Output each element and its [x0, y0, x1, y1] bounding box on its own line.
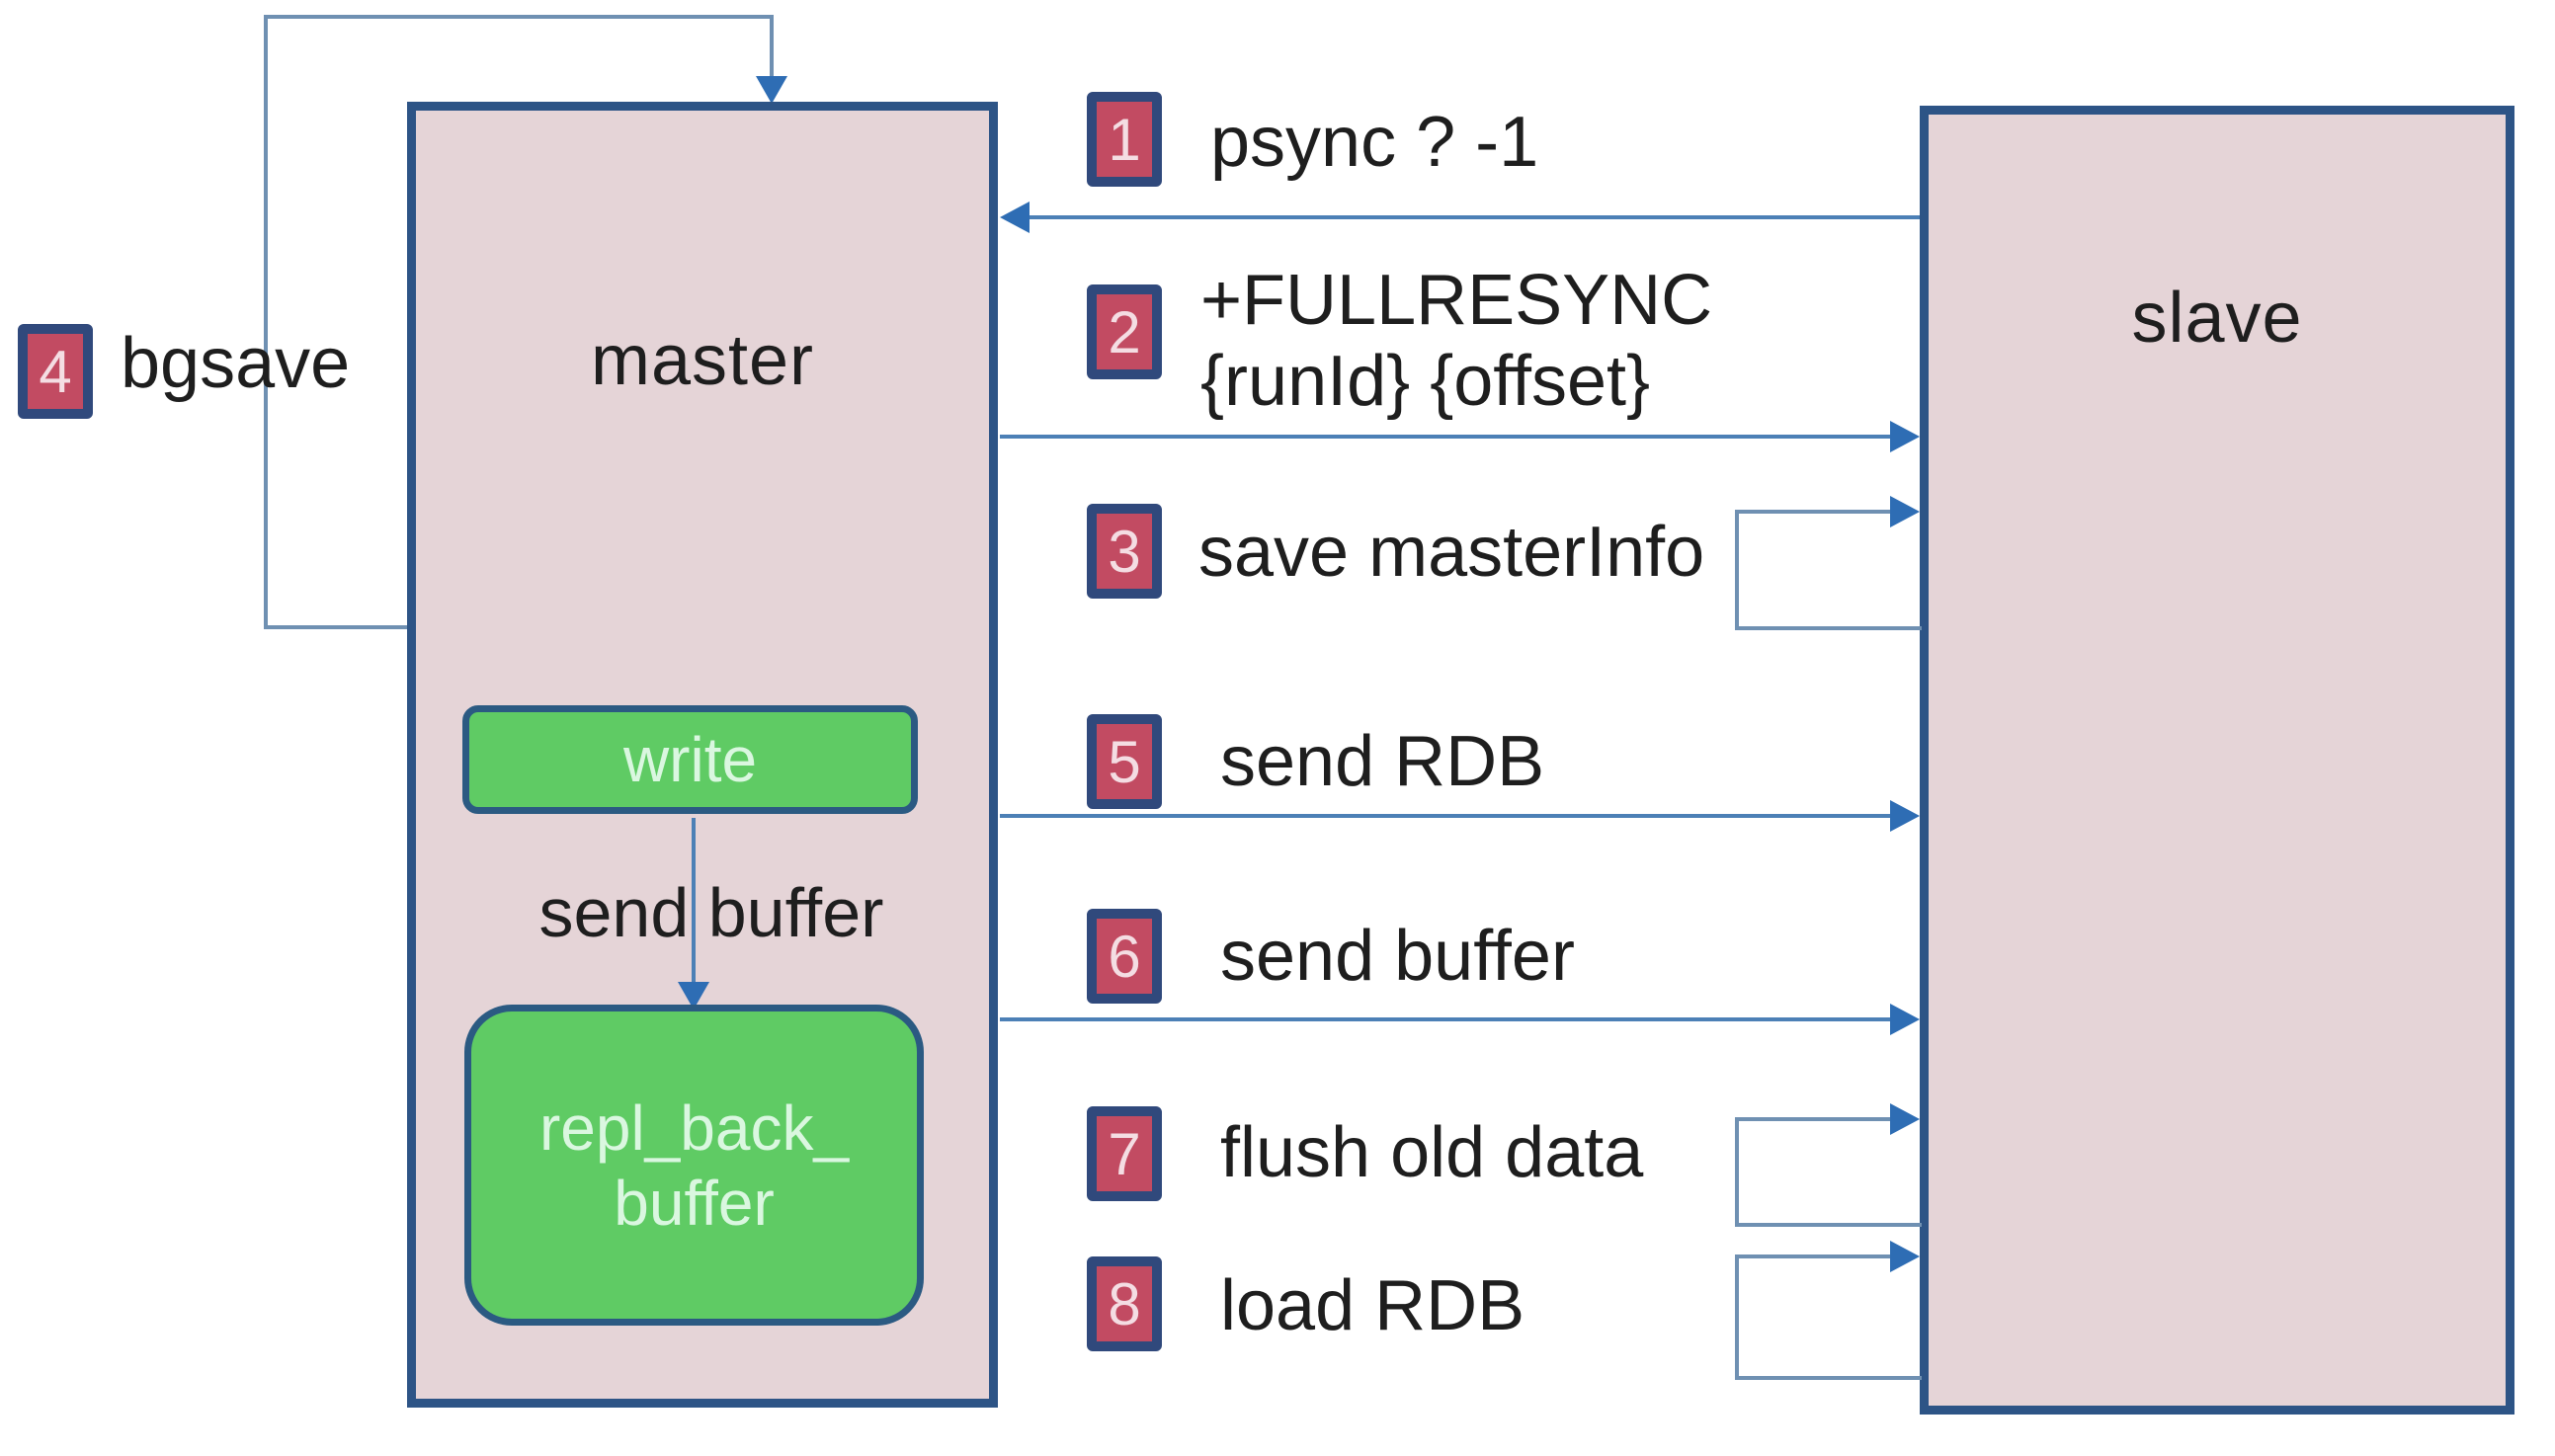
save-masterinfo-loop-arrowhead-icon [1890, 496, 1920, 527]
send-buffer-arrow-line [1000, 1017, 1892, 1021]
send-buffer-inner-label: send buffer [538, 874, 884, 951]
slave-label: slave [2131, 279, 2303, 358]
bgsave-loop-line-left [264, 15, 268, 629]
flush-old-data-loop-line-bottom [1737, 1223, 1922, 1227]
step-badge-send-buffer-number: 6 [1108, 923, 1141, 990]
step-badge-send-rdb-number: 5 [1108, 728, 1141, 795]
step-label-fullresync-line2: {runId} {offset} [1200, 342, 1651, 421]
fullresync-arrow-line [1000, 435, 1892, 439]
step-badge-bgsave-number: 4 [39, 338, 72, 405]
bgsave-loop-arrowhead-icon [756, 76, 787, 104]
repl-back-buffer-label-line1: repl_back_ [538, 1092, 850, 1164]
step-label-psync: psync ? -1 [1210, 103, 1539, 182]
step-badge-psync: 1 [1087, 92, 1162, 187]
load-rdb-loop-line-bottom [1737, 1376, 1922, 1380]
load-rdb-loop-line-top [1737, 1254, 1892, 1258]
step-badge-flush-old-data: 7 [1087, 1106, 1162, 1201]
step-badge-fullresync: 2 [1087, 284, 1162, 379]
step-badge-flush-old-data-number: 7 [1108, 1120, 1141, 1187]
save-masterinfo-loop-line-top [1737, 510, 1892, 514]
fullresync-arrowhead-icon [1890, 421, 1920, 452]
send-buffer-arrowhead-icon [1890, 1004, 1920, 1035]
bgsave-loop-line-bottom [264, 625, 410, 629]
write-box: write [462, 705, 918, 814]
step-badge-bgsave: 4 [18, 324, 93, 419]
slave-box: slave [1920, 106, 2514, 1415]
step-label-send-rdb: send RDB [1220, 722, 1545, 801]
load-rdb-loop-arrowhead-icon [1890, 1241, 1920, 1272]
psync-arrowhead-icon [1000, 202, 1030, 233]
master-label: master [590, 321, 815, 400]
repl-back-buffer-label-line2: buffer [614, 1167, 775, 1239]
step-label-fullresync-line1: +FULLRESYNC [1200, 261, 1713, 340]
step-badge-psync-number: 1 [1108, 106, 1141, 173]
save-masterinfo-loop-line-left [1735, 510, 1739, 630]
step-badge-send-rdb: 5 [1087, 714, 1162, 809]
step-label-flush-old-data: flush old data [1220, 1113, 1644, 1192]
bgsave-loop-line-top [264, 15, 772, 19]
flush-old-data-loop-line-left [1735, 1117, 1739, 1227]
step-badge-fullresync-number: 2 [1108, 298, 1141, 365]
write-label: write [622, 724, 758, 795]
bgsave-loop-line-right [770, 15, 774, 80]
flush-old-data-loop-arrowhead-icon [1890, 1103, 1920, 1135]
step-badge-send-buffer: 6 [1087, 909, 1162, 1004]
step-label-load-rdb: load RDB [1220, 1266, 1525, 1345]
flush-old-data-loop-line-top [1737, 1117, 1892, 1121]
step-label-fullresync: +FULLRESYNC {runId} {offset} [1200, 260, 1712, 422]
step-badge-save-masterinfo: 3 [1087, 504, 1162, 599]
write-to-buffer-arrow-line [692, 818, 696, 988]
step-badge-load-rdb-number: 8 [1108, 1270, 1141, 1337]
save-masterinfo-loop-line-bottom [1737, 626, 1922, 630]
send-rdb-arrow-line [1000, 814, 1892, 818]
step-badge-load-rdb: 8 [1087, 1256, 1162, 1351]
step-badge-save-masterinfo-number: 3 [1108, 518, 1141, 585]
repl-back-buffer-box: repl_back_ buffer [464, 1005, 924, 1326]
step-label-bgsave: bgsave [121, 324, 351, 403]
step-label-send-buffer: send buffer [1220, 917, 1575, 996]
psync-arrow-line [1026, 215, 1920, 219]
step-label-save-masterinfo: save masterInfo [1198, 513, 1705, 592]
load-rdb-loop-line-left [1735, 1254, 1739, 1380]
send-rdb-arrowhead-icon [1890, 800, 1920, 832]
